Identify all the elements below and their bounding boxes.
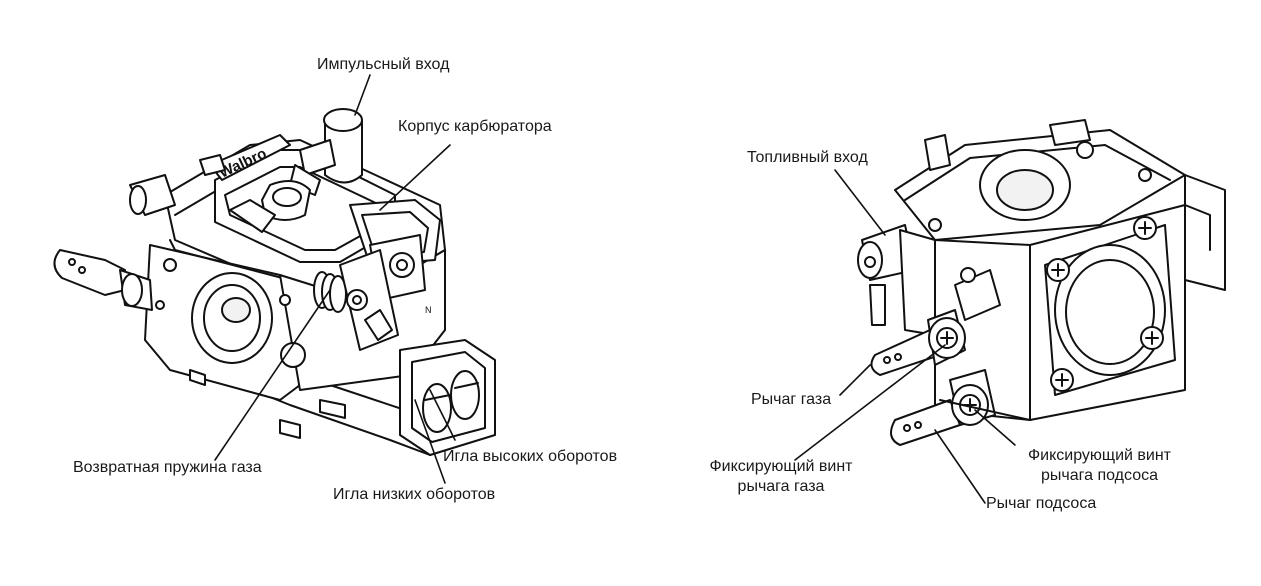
label-high-speed-needle: Игла высоких оборотов (443, 448, 618, 465)
right-carburetor-drawing (857, 119, 1226, 446)
label-impulse-inlet: Импульсный вход (317, 56, 450, 73)
left-carburetor-drawing: Walbro (53, 108, 496, 456)
left-throttle-lever (53, 249, 126, 296)
label-throttle-lever: Рычаг газа (751, 391, 832, 408)
right-cover-screws (1046, 216, 1164, 392)
label-throttle-lever-screw-line1: Фиксирующий винт (709, 458, 853, 475)
left-leader-lines (214, 74, 456, 484)
right-leader-lines (794, 169, 1016, 504)
right-choke-lever (890, 369, 996, 446)
label-fuel-inlet: Топливный вход (747, 149, 868, 166)
label-throttle-return-spring: Возвратная пружина газа (73, 459, 262, 476)
label-choke-lever-screw-line1: Фиксирующий винт (1027, 447, 1172, 464)
left-return-spring (313, 271, 347, 313)
label-choke-lever: Рычаг подсоса (986, 495, 1097, 512)
label-throttle-lever-screw: Фиксирующий винт рычага газа (696, 457, 866, 497)
label-choke-lever-screw: Фиксирующий винт рычага подсоса (1012, 446, 1187, 486)
label-throttle-lever-screw-line2: рычага газа (737, 478, 825, 495)
label-low-speed-needle: Игла низких оборотов (333, 486, 496, 503)
label-choke-lever-screw-line2: рычага подсоса (1041, 467, 1158, 484)
label-carb-body: Корпус карбюратора (398, 118, 552, 135)
svg-text:N: N (425, 305, 432, 315)
